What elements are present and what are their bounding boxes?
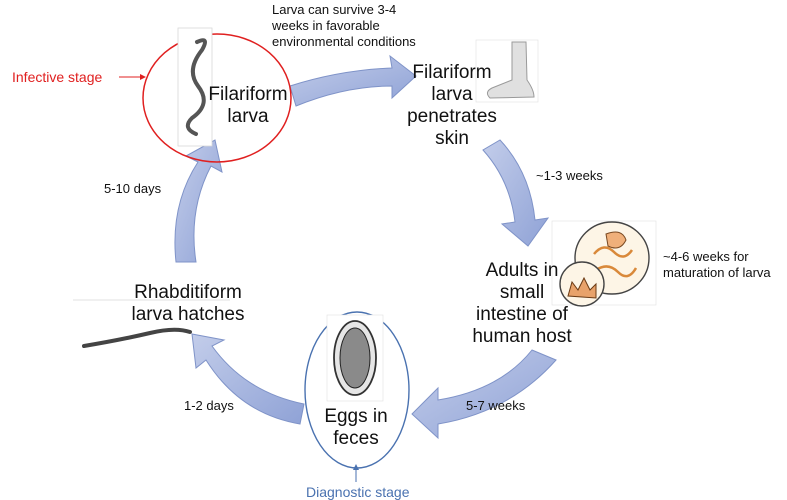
one-to-two-days-label: 1-2 days <box>184 398 234 413</box>
egg-morula <box>340 328 370 388</box>
infective-stage-label: Infective stage <box>12 69 102 85</box>
arrow-larva-to-skin <box>290 56 416 106</box>
filariform-larva-image <box>178 28 212 146</box>
diagnostic-pointer-head <box>353 464 359 470</box>
arrow-skin-to-adults <box>483 140 548 246</box>
one-to-three-weeks-label: ~1-3 weeks <box>536 168 603 183</box>
five-to-seven-weeks-label: 5-7 weeks <box>466 398 526 413</box>
arrow-rhabditiform-to-larva <box>175 140 222 262</box>
rhabditiform-larva-shape <box>84 330 190 346</box>
five-to-ten-days-label: 5-10 days <box>104 181 162 196</box>
arrow-adults-to-eggs <box>412 350 556 438</box>
diagnostic-stage-label: Diagnostic stage <box>306 484 410 500</box>
infective-pointer-head <box>140 74 146 80</box>
